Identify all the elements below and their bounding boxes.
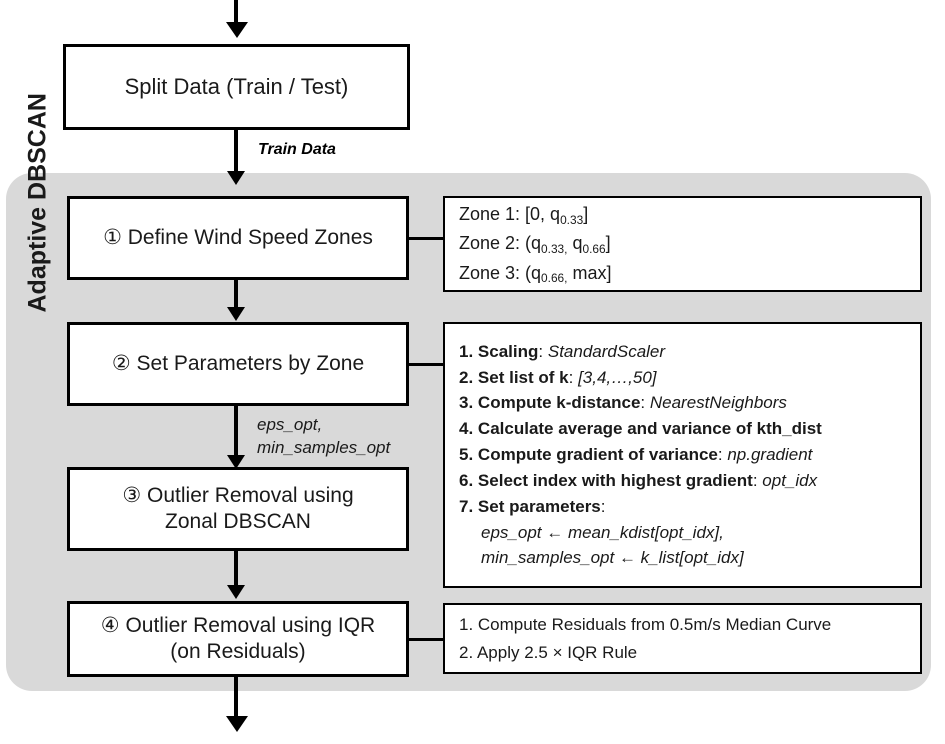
detail-box-parameters[interactable]: 1. Scaling: StandardScaler 2. Set list o…	[443, 322, 922, 588]
process-box-step2-label: ② Set Parameters by Zone	[111, 351, 365, 375]
process-box-step1-label: ① Define Wind Speed Zones	[103, 225, 373, 249]
connector-step4-to-iqr-box	[409, 638, 443, 641]
detail-box-zones[interactable]: Zone 1: [0, q0.33] Zone 2: (q0.33, q0.66…	[443, 196, 922, 292]
connector-split-to-step1	[234, 130, 238, 171]
detail-row-param-7: 7. Set parameters:	[459, 496, 606, 516]
connector-step2-to-step3	[234, 406, 238, 462]
detail-row-iqr-2: 2. Apply 2.5 × IQR Rule	[459, 642, 638, 662]
arrowhead-step1-to-step2	[227, 307, 245, 321]
process-box-step4-label-line2: (on Residuals)	[170, 640, 306, 663]
connector-step2-to-param-box	[409, 363, 443, 366]
arrowhead-step2-to-step3	[227, 455, 245, 469]
connector-outgoing-line	[234, 677, 238, 719]
group-label-adaptive-dbscan: Adaptive DBSCAN	[23, 93, 52, 313]
connector-step3-to-step4	[234, 551, 238, 589]
detail-row-param-5: 5. Compute gradient of variance: np.grad…	[459, 445, 813, 465]
edge-label-train-data: Train Data	[258, 141, 336, 158]
arrowhead-incoming	[226, 22, 248, 38]
detail-box-iqr[interactable]: 1. Compute Residuals from 0.5m/s Median …	[443, 603, 922, 674]
detail-row-param-7b: min_samples_opt ← k_list[opt_idx]	[481, 548, 744, 568]
process-box-step3-label-line2: Zonal DBSCAN	[165, 510, 311, 533]
connector-step1-to-zone-box	[409, 237, 443, 240]
detail-row-param-4: 4. Calculate average and variance of kth…	[459, 419, 822, 439]
process-box-step4-label-line1: ④ Outlier Removal using IQR	[100, 613, 376, 637]
process-box-split-data-label: Split Data (Train / Test)	[124, 74, 349, 100]
detail-row-zone-3: Zone 3: (q0.66, max]	[459, 262, 612, 285]
connector-incoming-line	[234, 0, 238, 22]
detail-row-param-6: 6. Select index with highest gradient: o…	[459, 470, 818, 490]
process-box-step1-define-zones[interactable]: ① Define Wind Speed Zones	[67, 196, 409, 280]
detail-row-param-2: 2. Set list of k: [3,4,…,50]	[459, 367, 657, 387]
detail-row-iqr-1: 1. Compute Residuals from 0.5m/s Median …	[459, 614, 832, 634]
process-box-split-data[interactable]: Split Data (Train / Test)	[63, 44, 410, 130]
arrowhead-outgoing	[226, 716, 248, 732]
edge-label-eps-opt-line2: min_samples_opt	[257, 437, 391, 457]
detail-row-zone-2: Zone 2: (q0.33, q0.66]	[459, 233, 611, 256]
connector-step1-to-step2	[234, 280, 238, 312]
detail-row-param-3: 3. Compute k-distance: NearestNeighbors	[459, 393, 787, 413]
detail-row-zone-1: Zone 1: [0, q0.33]	[459, 204, 589, 227]
edge-label-eps-opt: eps_opt, min_samples_opt	[257, 414, 390, 460]
arrowhead-split-to-step1	[227, 171, 245, 185]
process-box-step3-zonal-dbscan[interactable]: ③ Outlier Removal using Zonal DBSCAN	[67, 467, 409, 551]
process-box-step3-label-line1: ③ Outlier Removal using	[122, 483, 354, 507]
arrowhead-step3-to-step4	[227, 585, 245, 599]
detail-row-param-1: 1. Scaling: StandardScaler	[459, 341, 666, 361]
detail-row-param-7a: eps_opt ← mean_kdist[opt_idx],	[481, 522, 724, 542]
edge-label-eps-opt-line1: eps_opt,	[257, 415, 323, 434]
process-box-step2-set-parameters[interactable]: ② Set Parameters by Zone	[67, 322, 409, 406]
process-box-step4-iqr[interactable]: ④ Outlier Removal using IQR (on Residual…	[67, 601, 409, 677]
